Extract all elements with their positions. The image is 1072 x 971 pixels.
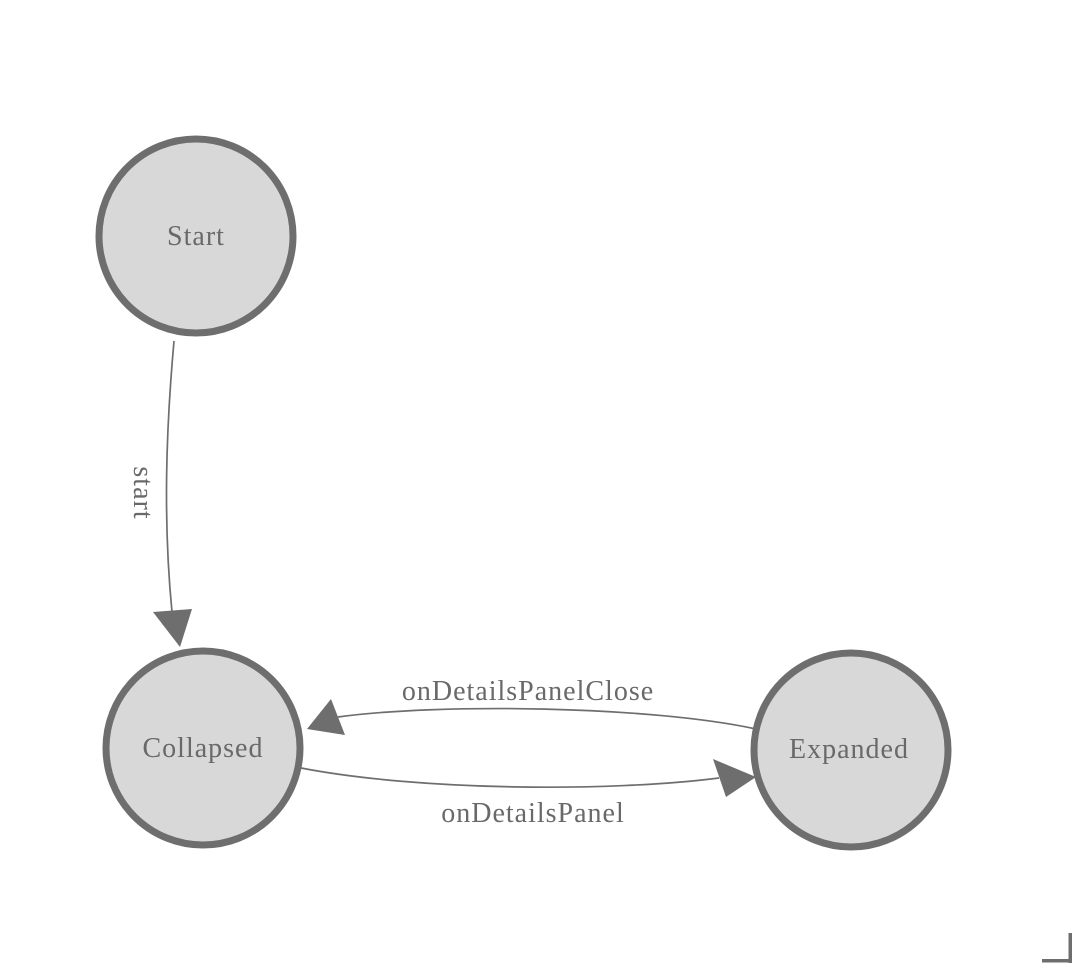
edge-curve: [166, 341, 174, 612]
state-node-expanded[interactable]: Expanded: [754, 653, 948, 847]
state-label: Collapsed: [143, 733, 264, 764]
edge-label-start[interactable]: start: [127, 466, 158, 519]
arrowhead-icon: [153, 609, 192, 647]
resize-corner-vertical-bar: [1069, 933, 1072, 963]
edge-curve: [338, 709, 756, 729]
edge-label-ondetailspanel[interactable]: onDetailsPanel: [441, 798, 625, 829]
state-node-collapsed[interactable]: Collapsed: [106, 651, 300, 845]
arrowhead-icon: [713, 759, 756, 797]
state-node-start[interactable]: Start: [99, 139, 293, 333]
edge-collapsed-to-expanded: [301, 759, 756, 797]
edge-curve: [301, 768, 719, 787]
state-label: Expanded: [789, 734, 909, 765]
resize-corner-horizontal-bar: [1042, 959, 1072, 963]
state-label: Start: [167, 221, 225, 252]
edge-label-ondetailspanelclose[interactable]: onDetailsPanelClose: [402, 676, 654, 707]
resize-corner-handle[interactable]: [1042, 933, 1072, 963]
